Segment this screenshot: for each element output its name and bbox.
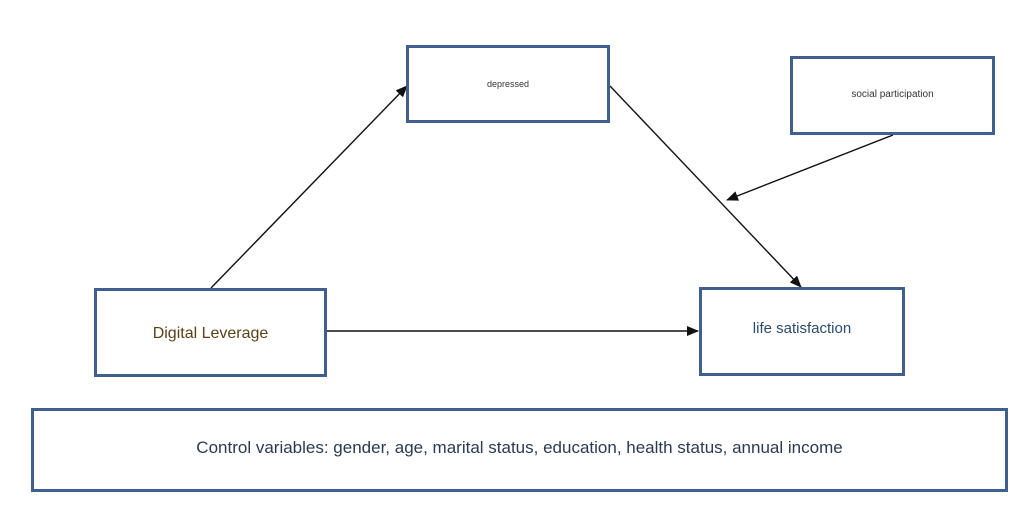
node-social-participation-label: social participation [851, 89, 934, 100]
arrow-social-moderation [726, 134, 894, 201]
node-digital-leverage-label: Digital Leverage [152, 324, 269, 342]
node-life-satisfaction-label: life satisfaction [752, 320, 852, 337]
arrow-digital-to-depressed [210, 85, 408, 289]
control-variables-label: Control variables: gender, age, marital … [196, 438, 843, 457]
node-social-participation: social participation [790, 56, 995, 135]
node-digital-leverage: Digital Leverage [94, 288, 327, 377]
node-depressed-label: depressed [486, 79, 530, 89]
arrow-depressed-to-life [609, 85, 802, 288]
control-variables-box: Control variables: gender, age, marital … [31, 408, 1008, 492]
node-life-satisfaction: life satisfaction [699, 287, 905, 376]
node-depressed: depressed [406, 45, 610, 123]
